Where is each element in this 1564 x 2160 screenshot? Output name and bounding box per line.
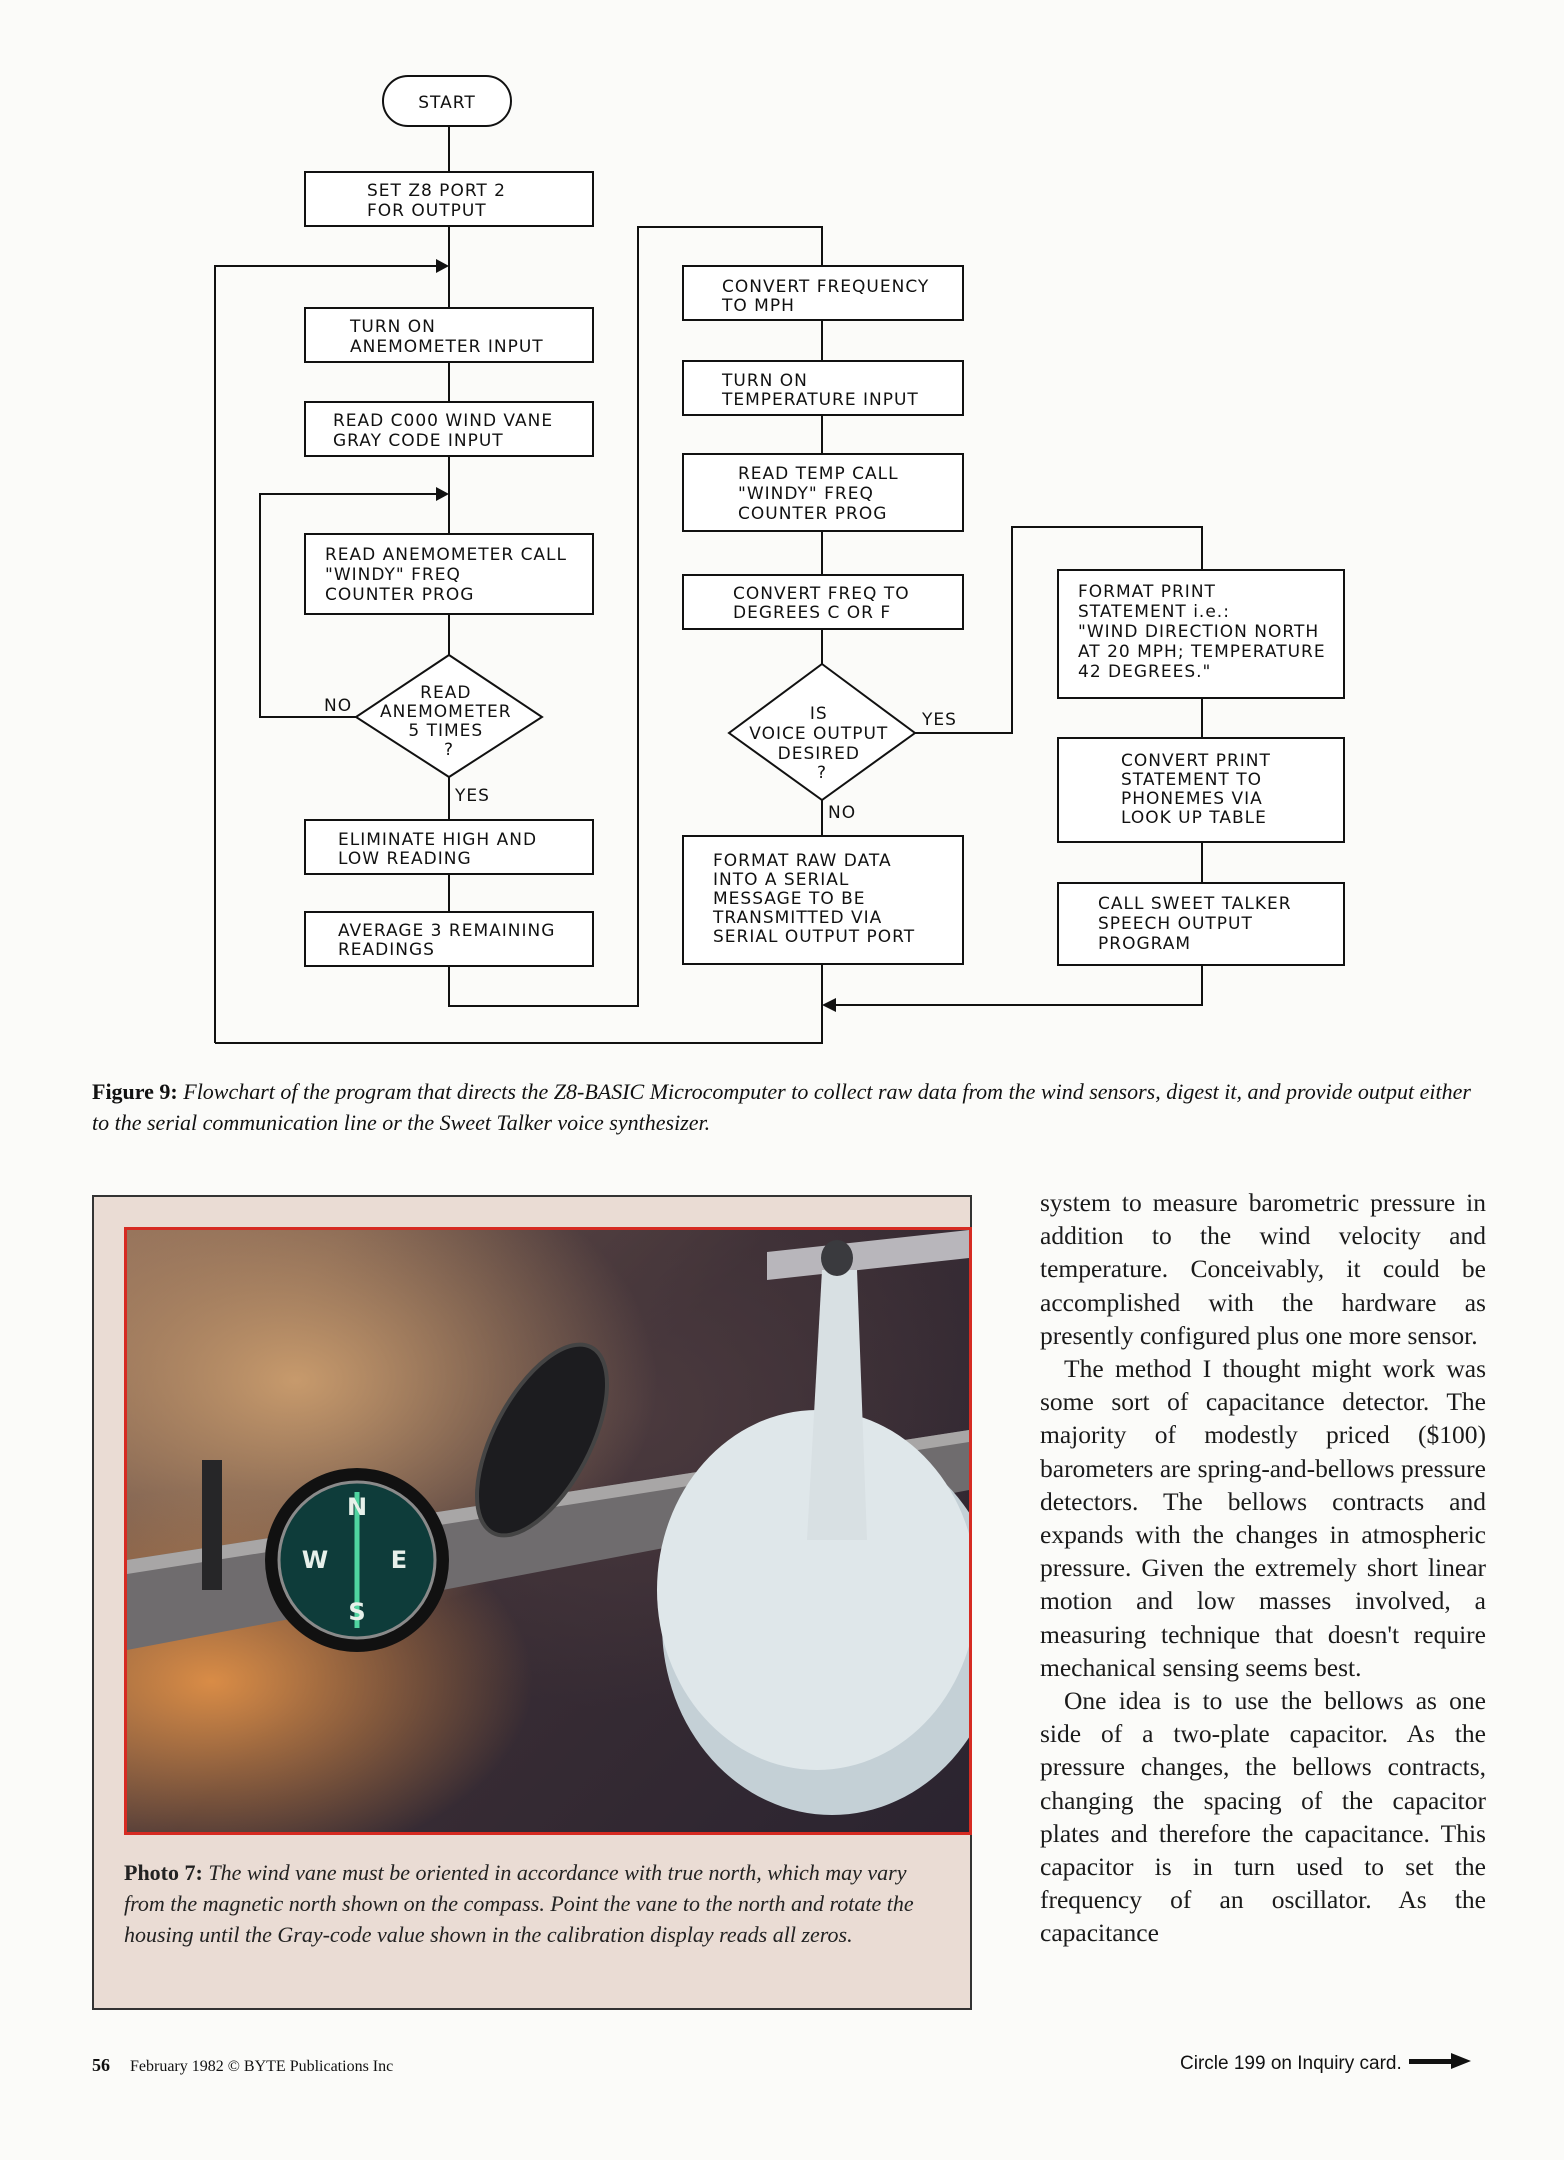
compass-letter-e: E xyxy=(391,1546,407,1574)
compass-letter-w: W xyxy=(302,1546,328,1574)
body-text-column: system to measure barometric pressure in… xyxy=(1040,1186,1486,1950)
inquiry-text: Circle 199 on Inquiry card. xyxy=(1180,2053,1402,2075)
format-print-text: FORMAT PRINT STATEMENT i.e.: "WIND DIREC… xyxy=(1078,582,1332,682)
footer-issue: February 1982 © BYTE Publications Inc xyxy=(130,2058,394,2075)
set-port-box xyxy=(304,171,594,227)
format-print-box xyxy=(1057,569,1345,699)
turn-on-temp-text: TURN ON TEMPERATURE INPUT xyxy=(721,371,919,410)
yes-label-voice: YES xyxy=(921,710,957,730)
call-sweet-talker-text: CALL SWEET TALKER SPEECH OUTPUT PROGRAM xyxy=(1098,894,1298,954)
read-anemometer-text: READ ANEMOMETER CALL "WINDY" FREQ COUNTE… xyxy=(325,545,573,605)
body-paragraph-3: One idea is to use the bellows as one si… xyxy=(1040,1686,1486,1948)
turn-on-temp-box xyxy=(682,360,964,416)
vane-pole xyxy=(807,1270,867,1540)
photo-caption-text: The wind vane must be oriented in accord… xyxy=(124,1860,914,1947)
call-sweet-talker-box xyxy=(1057,882,1345,966)
read-temp-text: READ TEMP CALL "WINDY" FREQ COUNTER PROG xyxy=(738,464,905,524)
rod xyxy=(767,1230,969,1280)
photo-panel: N E S W Photo 7: The wind vane must be o… xyxy=(92,1195,972,2010)
figure-caption-text: Flowchart of the program that directs th… xyxy=(92,1079,1471,1135)
convert-mph-text: CONVERT FREQUENCY TO MPH xyxy=(721,277,936,316)
convert-degrees-box xyxy=(682,574,964,630)
body-paragraph-1: system to measure barometric pressure in… xyxy=(1040,1188,1486,1350)
read-wind-vane-text: READ C000 WIND VANE GRAY CODE INPUT xyxy=(333,411,559,451)
footer-left: 56 February 1982 © BYTE Publications Inc xyxy=(92,2055,393,2076)
flowchart: START SET Z8 PORT 2 FOR OUTPUT TURN ON A… xyxy=(214,75,1345,1044)
format-raw-text: FORMAT RAW DATA INTO A SERIAL MESSAGE TO… xyxy=(712,851,915,947)
convert-phonemes-box xyxy=(1057,737,1345,843)
page-number: 56 xyxy=(92,2055,110,2075)
photo-caption: Photo 7: The wind vane must be oriented … xyxy=(124,1857,944,1950)
compass-letter-s: S xyxy=(348,1598,365,1626)
figure-caption-label: Figure 9: xyxy=(92,1079,178,1104)
eliminate-text: ELIMINATE HIGH AND LOW READING xyxy=(338,830,543,869)
inquiry-notice: Circle 199 on Inquiry card. xyxy=(1180,2051,1472,2077)
compass-letter-n: N xyxy=(347,1493,367,1521)
convert-mph-box xyxy=(682,265,964,321)
read-temp-box xyxy=(682,453,964,532)
read-anemometer-box xyxy=(304,533,594,615)
arrow-right-icon xyxy=(1409,2051,1472,2077)
decision-read-anemometer-text: READ ANEMOMETER 5 TIMES ? xyxy=(380,683,518,760)
yes-label-anemometer: YES xyxy=(454,786,490,806)
start-terminal xyxy=(382,75,512,127)
read-wind-vane-box xyxy=(304,401,594,457)
turn-on-anemometer-text: TURN ON ANEMOMETER INPUT xyxy=(349,317,544,357)
decision-voice-output-text: IS VOICE OUTPUT DESIRED ? xyxy=(749,704,894,783)
photo-wind-vane-compass: N E S W xyxy=(124,1227,972,1835)
no-label-voice: NO xyxy=(828,803,856,823)
photo-caption-label: Photo 7: xyxy=(124,1860,203,1885)
average-text: AVERAGE 3 REMAINING READINGS xyxy=(338,921,562,960)
convert-phonemes-text: CONVERT PRINT STATEMENT TO PHONEMES VIA … xyxy=(1121,751,1277,828)
no-label-anemometer: NO xyxy=(324,696,352,716)
flowchart-connectors xyxy=(214,126,1203,1044)
decision-voice-output xyxy=(727,662,917,802)
average-box xyxy=(304,911,594,967)
format-raw-box xyxy=(682,835,964,965)
figure-caption: Figure 9: Flowchart of the program that … xyxy=(92,1076,1492,1138)
body-paragraph-2: The method I thought might work was some… xyxy=(1040,1354,1486,1682)
turn-on-anemometer-box xyxy=(304,307,594,363)
decision-read-anemometer xyxy=(354,653,544,779)
eliminate-box xyxy=(304,819,594,875)
photo-illustration: N E S W xyxy=(127,1230,969,1815)
compass-lid xyxy=(474,1342,610,1538)
set-port-text: SET Z8 PORT 2 FOR OUTPUT xyxy=(367,181,512,221)
start-label: START xyxy=(418,93,475,113)
convert-degrees-text: CONVERT FREQ TO DEGREES C OR F xyxy=(733,584,916,623)
